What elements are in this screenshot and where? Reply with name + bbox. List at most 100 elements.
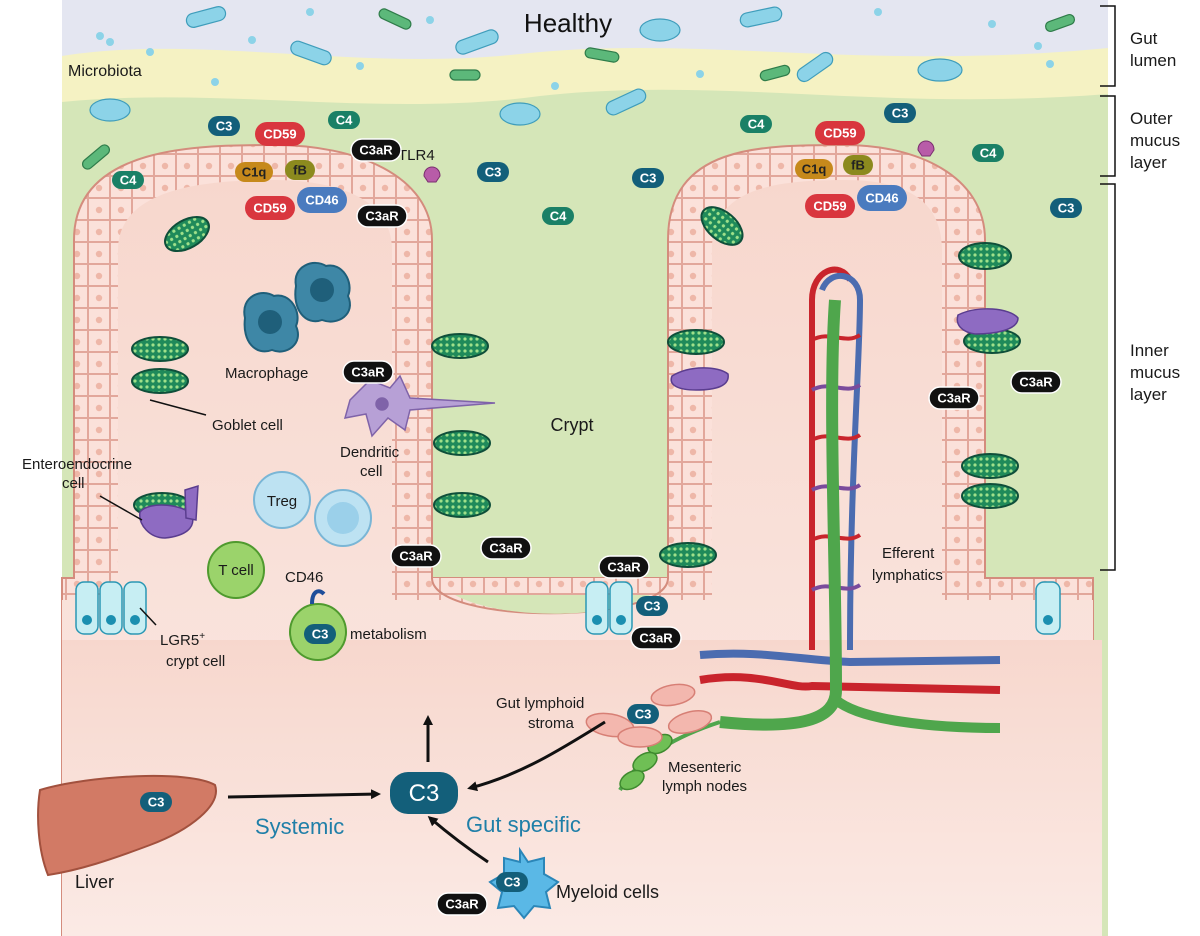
gut-specific-label: Gut specific (466, 812, 581, 837)
c3ar-pill-bg (350, 138, 402, 162)
c3ar-pill: C3aR (390, 544, 442, 568)
fb-pill: fB (843, 155, 873, 175)
c3ar-pill-bg (630, 626, 682, 650)
cd46-pill-bg (297, 187, 347, 213)
outer-mucus-label-3: layer (1130, 153, 1167, 172)
c3-pill-bg (477, 162, 509, 182)
villus-vasculature (699, 266, 1001, 694)
c3ar-pill-label: C3aR (607, 560, 641, 575)
lgr5-nuclei (82, 615, 1053, 625)
c3-pill-bg (884, 103, 916, 123)
c4-pill-bg (972, 144, 1004, 162)
c3-pill: C3 (636, 596, 668, 616)
c3ar-pill-bg (480, 536, 532, 560)
c3ar-pill-bg (390, 544, 442, 568)
efferent-lymphatics-label-1: Efferent (882, 545, 935, 562)
c3-pill-bg (140, 792, 172, 812)
arrow-gut-stroma (467, 720, 606, 792)
c3ar-pill: C3aR (342, 360, 394, 384)
mesenteric-label-2: lymph nodes (662, 778, 747, 795)
title: Healthy (524, 8, 612, 38)
c3ar-pill-bg (356, 204, 408, 228)
c3ar-pill: C3aR (356, 204, 408, 228)
c3-pill-label: C3 (640, 171, 657, 186)
c3-pill-label: C3 (216, 119, 233, 134)
c3-pill-label: C3 (644, 599, 661, 614)
c3-pill-label: C3 (312, 627, 329, 642)
c4-pill: C4 (112, 171, 144, 189)
c3ar-pill: C3aR (480, 536, 532, 560)
lgr5-label-2: crypt cell (166, 653, 225, 670)
c3ar-pill: C3aR (1010, 370, 1062, 394)
dendritic-cell (343, 374, 496, 438)
cd59-pill-label: CD59 (823, 126, 856, 141)
c1q-pill-bg (235, 162, 273, 182)
cd59-pill-bg (255, 122, 305, 146)
lgr5-label-1: LGR5+ (160, 631, 205, 649)
cd46-pill-label: CD46 (305, 193, 338, 208)
c1q-pill: C1q (235, 162, 273, 182)
c3-pill-bg (627, 704, 659, 724)
c3ar-pill: C3aR (598, 555, 650, 579)
c1q-pill-label: C1q (242, 165, 267, 180)
t-cell-label: T cell (218, 562, 254, 579)
c3ar-pill-label: C3aR (1019, 375, 1053, 390)
pathway-arrows (99, 399, 606, 864)
c3ar-pill-bg (342, 360, 394, 384)
c3-pill: C3 (477, 162, 509, 182)
goblet-cell-label: Goblet cell (212, 417, 283, 434)
c3ar-pill-bg (598, 555, 650, 579)
leader-enteroendocrine (99, 495, 143, 521)
cd46-pill-bg (857, 185, 907, 211)
treg-cells (253, 471, 372, 547)
fb-pill-label: fB (293, 163, 307, 178)
c3ar-pill: C3aR (436, 892, 488, 916)
c4-pill-bg (112, 171, 144, 189)
c3-pill: C3 (208, 116, 240, 136)
macrophage-label: Macrophage (225, 365, 308, 382)
c3-pill-bg (496, 872, 528, 892)
cd59-pill-bg (815, 121, 865, 145)
inner-mucus-label-1: Inner (1130, 341, 1169, 360)
central-c3-label: C3 (409, 780, 440, 807)
c3ar-pill: C3aR (630, 626, 682, 650)
c3ar-pill-label: C3aR (489, 541, 523, 556)
macrophage-cell (243, 261, 351, 353)
c3-pill-label: C3 (485, 165, 502, 180)
metabolism-label: metabolism (350, 626, 427, 643)
gut-lymphoid-stroma-label-2: stroma (528, 715, 575, 732)
side-brackets (1100, 5, 1116, 571)
microbiota-label: Microbiota (68, 63, 142, 80)
cd46-receptor-label: CD46 (285, 569, 323, 586)
inner-mucus-label-3: layer (1130, 385, 1167, 404)
c4-pill-label: C4 (748, 117, 765, 132)
c4-pill-bg (542, 207, 574, 225)
c3ar-pill-bg (928, 386, 980, 410)
cd59-pill-bg (245, 196, 295, 220)
liver-label: Liver (75, 872, 114, 892)
cd46-pill-label: CD46 (865, 191, 898, 206)
cd59-pill-label: CD59 (813, 199, 846, 214)
inner-mucus-label-2: mucus (1130, 363, 1180, 382)
lgr5-prefix: LGR5 (160, 632, 199, 649)
cd59-pill: CD59 (815, 121, 865, 145)
c4-pill: C4 (740, 115, 772, 133)
cd59-pill: CD59 (245, 196, 295, 220)
c3-pill: C3 (884, 103, 916, 123)
lgr5-sup: + (199, 631, 205, 642)
c1q-pill-label: C1q (802, 162, 827, 177)
myeloid-label: Myeloid cells (556, 882, 659, 902)
fb-pill-bg (843, 155, 873, 175)
fb-pill-label: fB (851, 158, 865, 173)
c3ar-pill: C3aR (350, 138, 402, 162)
c3-pill-label: C3 (504, 875, 521, 890)
c3-pill-bg (304, 624, 336, 644)
c4-pill: C4 (542, 207, 574, 225)
efferent-lymphatics-label-2: lymphatics (872, 567, 943, 584)
c1q-pill-bg (795, 159, 833, 179)
cd59-pill: CD59 (255, 122, 305, 146)
outer-mucus-label-2: mucus (1130, 131, 1180, 150)
c3ar-pill-bg (1010, 370, 1062, 394)
